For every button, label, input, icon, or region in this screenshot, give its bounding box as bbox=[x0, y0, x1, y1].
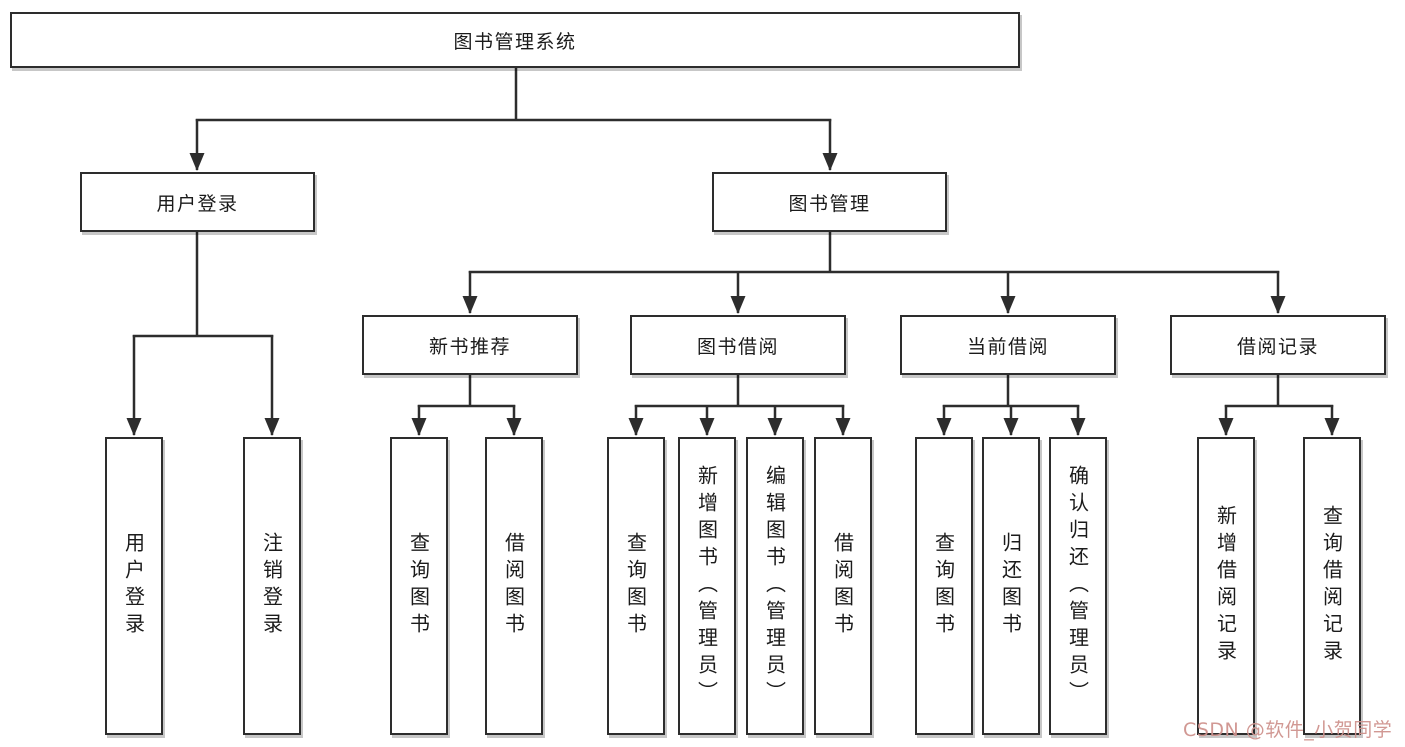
connector-book-management bbox=[462, 232, 1286, 314]
leaf-label: 新增借阅记录 bbox=[1213, 505, 1238, 667]
leaf-query-books-3: 查询图书 bbox=[915, 437, 973, 735]
leaf-user-login: 用户登录 bbox=[105, 437, 163, 735]
leaf-label: 注销登录 bbox=[259, 532, 284, 640]
leaf-query-books-2: 查询图书 bbox=[607, 437, 665, 735]
node-new-book-recommend: 新书推荐 bbox=[362, 315, 578, 375]
leaf-label: 查询图书 bbox=[623, 532, 648, 640]
connector-borrowing-records bbox=[1218, 375, 1340, 436]
leaf-confirm-return-admin: 确认归还（管理员） bbox=[1049, 437, 1107, 735]
leaf-label: 查询借阅记录 bbox=[1319, 505, 1344, 667]
connector-user-login bbox=[126, 232, 280, 436]
leaf-label: 借阅图书 bbox=[830, 532, 855, 640]
connector-new-book-recommend bbox=[411, 375, 522, 436]
leaf-borrow-books-2: 借阅图书 bbox=[814, 437, 872, 735]
connector-root bbox=[189, 68, 838, 171]
leaf-query-books-1: 查询图书 bbox=[390, 437, 448, 735]
connector-book-borrowing bbox=[628, 375, 851, 436]
leaf-label: 查询图书 bbox=[406, 532, 431, 640]
leaf-label: 确认归还（管理员） bbox=[1065, 464, 1090, 708]
leaf-label: 借阅图书 bbox=[501, 532, 526, 640]
node-borrowing-records: 借阅记录 bbox=[1170, 315, 1386, 375]
leaf-label: 查询图书 bbox=[931, 532, 956, 640]
leaf-label: 用户登录 bbox=[121, 532, 146, 640]
node-book-management: 图书管理 bbox=[712, 172, 947, 232]
node-book-borrowing: 图书借阅 bbox=[630, 315, 846, 375]
leaf-borrow-books-1: 借阅图书 bbox=[485, 437, 543, 735]
node-user-login: 用户登录 bbox=[80, 172, 315, 232]
leaf-logout: 注销登录 bbox=[243, 437, 301, 735]
node-current-borrowing: 当前借阅 bbox=[900, 315, 1116, 375]
watermark: CSDN @软件_小贺同学 bbox=[1183, 719, 1393, 741]
leaf-add-books-admin: 新增图书（管理员） bbox=[678, 437, 736, 735]
leaf-edit-books-admin: 编辑图书（管理员） bbox=[746, 437, 804, 735]
node-root: 图书管理系统 bbox=[10, 12, 1020, 68]
leaf-label: 新增图书（管理员） bbox=[694, 464, 719, 708]
leaf-add-borrow-record: 新增借阅记录 bbox=[1197, 437, 1255, 735]
connector-current-borrowing bbox=[936, 375, 1086, 436]
leaf-return-books: 归还图书 bbox=[982, 437, 1040, 735]
leaf-query-borrow-record: 查询借阅记录 bbox=[1303, 437, 1361, 735]
leaf-label: 编辑图书（管理员） bbox=[762, 464, 787, 708]
leaf-label: 归还图书 bbox=[998, 532, 1023, 640]
